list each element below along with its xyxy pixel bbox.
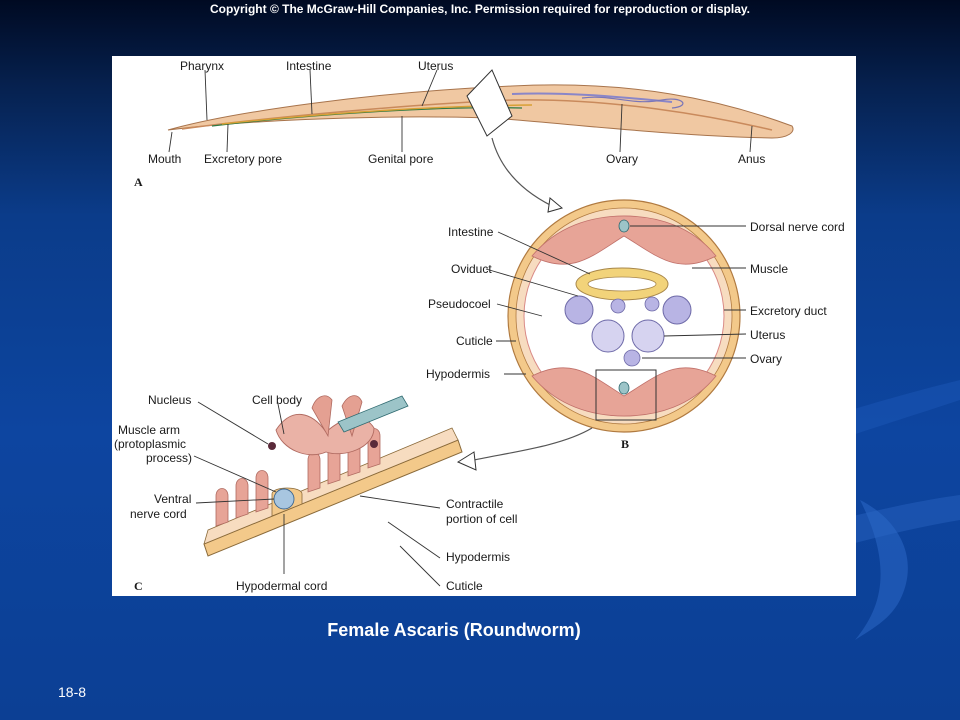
label-portion-of-cell: portion of cell (446, 512, 517, 526)
label-hypodermis-c: Hypodermis (446, 550, 510, 564)
label-hypodermal-cord: Hypodermal cord (236, 579, 327, 593)
label-protoplasmic: (protoplasmic (114, 437, 186, 451)
label-pharynx: Pharynx (180, 59, 224, 73)
slide-number: 18-8 (58, 684, 87, 700)
label-contractile: Contractile (446, 497, 504, 511)
arrow-b-to-c-head (456, 451, 477, 471)
label-mouth: Mouth (148, 152, 181, 166)
figure-svg: Pharynx Intestine Uterus Mouth Excretory… (114, 59, 845, 593)
panel-b-cross-section (485, 199, 747, 433)
label-muscle: Muscle (750, 262, 788, 276)
label-excretory-duct: Excretory duct (750, 304, 827, 318)
panel-a-worm-illustration (167, 69, 794, 213)
label-ventral: Ventral (154, 492, 191, 506)
label-ovary-b: Ovary (750, 352, 782, 366)
label-uterus-a: Uterus (418, 59, 453, 73)
arrow-b-to-c (473, 427, 593, 461)
panel-c-muscle-cell (193, 395, 463, 587)
label-oviduct: Oviduct (451, 262, 492, 276)
label-genital-pore: Genital pore (368, 152, 434, 166)
label-muscle-arm: Muscle arm (118, 423, 180, 437)
figure-caption: Female Ascaris (Roundworm) (327, 620, 581, 640)
label-cuticle-c: Cuticle (446, 579, 483, 593)
label-excretory-pore: Excretory pore (204, 152, 282, 166)
label-intestine-b: Intestine (448, 225, 494, 239)
label-cuticle-b: Cuticle (456, 334, 493, 348)
label-dorsal-nerve-cord: Dorsal nerve cord (750, 220, 845, 234)
label-ovary-a: Ovary (606, 152, 638, 166)
panel-c-letter: C (134, 579, 143, 593)
label-intestine-a: Intestine (286, 59, 332, 73)
label-anus: Anus (738, 152, 765, 166)
label-nucleus: Nucleus (148, 393, 191, 407)
label-process: process) (146, 451, 192, 465)
roundworm-figure: Pharynx Intestine Uterus Mouth Excretory… (112, 56, 856, 596)
label-pseudocoel: Pseudocoel (428, 297, 491, 311)
copyright-notice: Copyright © The McGraw-Hill Companies, I… (209, 2, 751, 16)
label-nerve-cord: nerve cord (130, 507, 187, 521)
panel-b-letter: B (621, 437, 629, 451)
label-hypodermis-b: Hypodermis (426, 367, 490, 381)
panel-a-letter: A (134, 175, 143, 189)
label-uterus-b: Uterus (750, 328, 785, 342)
label-cell-body: Cell body (252, 393, 302, 407)
